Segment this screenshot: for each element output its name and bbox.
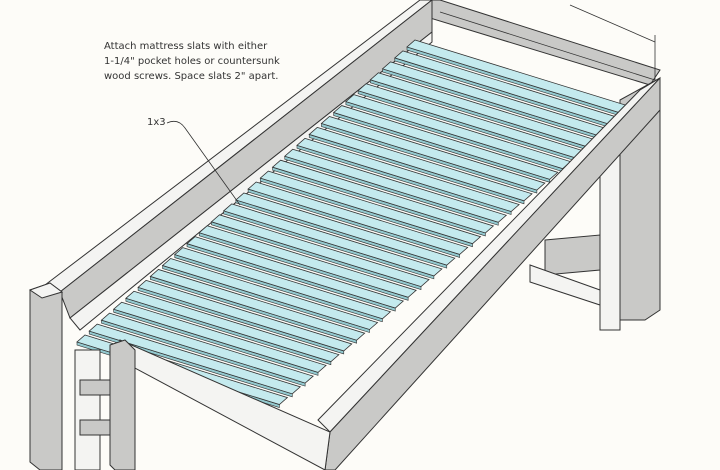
slat (186, 236, 405, 309)
dimension-line (569, 4, 656, 43)
note-line: Attach mattress slats with either (104, 41, 268, 52)
leader-line (166, 120, 241, 206)
slat-size-label: 1x3 (147, 117, 166, 128)
left-post (29, 282, 63, 470)
note-line: 1-1/4" pocket holes or countersunk (104, 56, 280, 67)
bed-frame-back (419, 0, 661, 331)
slat (222, 203, 443, 277)
slat (100, 312, 314, 384)
slat (283, 148, 508, 223)
front-post (109, 339, 136, 470)
slat (308, 126, 533, 202)
slat (125, 290, 340, 363)
slat (210, 214, 430, 288)
note-line: wood screws. Space slats 2" apart. (104, 71, 279, 82)
slat (320, 116, 546, 191)
slat (112, 301, 327, 373)
instruction-note: Attach mattress slats with either 1-1/4"… (104, 39, 304, 84)
slat (161, 258, 379, 330)
right-side-rail (74, 76, 661, 470)
slat (332, 105, 559, 180)
slat (198, 225, 417, 298)
slat (235, 192, 456, 266)
slat (173, 247, 392, 320)
slat (149, 268, 366, 341)
slat (88, 323, 302, 395)
slat (137, 279, 353, 352)
slat (259, 170, 482, 245)
slat (296, 137, 520, 212)
slat (247, 181, 469, 255)
slat (271, 159, 495, 234)
